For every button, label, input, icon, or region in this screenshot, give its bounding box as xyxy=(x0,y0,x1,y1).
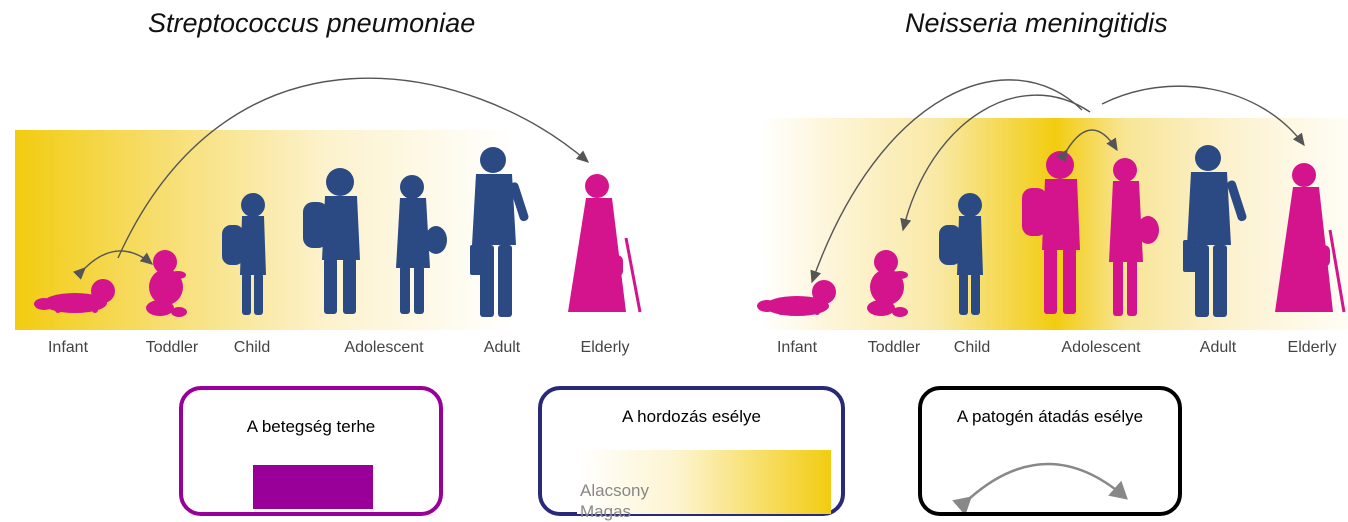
legend-carriage-low: Alacsony xyxy=(580,481,649,501)
right-infant-figure xyxy=(757,280,836,316)
right-child-figure xyxy=(939,193,983,315)
right-label-toddler: Toddler xyxy=(868,339,920,357)
left-child-figure xyxy=(222,193,266,315)
right-label-adult: Adult xyxy=(1200,339,1236,357)
legend-disease-burden-swatch xyxy=(253,465,373,509)
left-label-elderly: Elderly xyxy=(581,339,630,357)
left-infant-toddler-arrow xyxy=(85,251,152,268)
right-label-child: Child xyxy=(954,339,990,357)
left-adult-figure xyxy=(470,147,530,317)
left-label-child: Child xyxy=(234,339,270,357)
left-label-infant: Infant xyxy=(48,339,88,357)
legend-disease-burden-title: A betegség terhe xyxy=(183,417,439,437)
legend-carriage-high: Magas xyxy=(580,502,631,522)
legend-disease-burden-box: A betegség terhe xyxy=(179,386,443,516)
left-label-adolescent: Adolescent xyxy=(344,339,423,357)
legend-carriage-title: A hordozás esélye xyxy=(542,407,841,427)
legend-transmission-box: A patogén átadás esélye xyxy=(918,386,1182,516)
left-label-adult: Adult xyxy=(484,339,520,357)
left-label-toddler: Toddler xyxy=(146,339,198,357)
left-infant-figure xyxy=(34,279,115,313)
right-adult-figure xyxy=(1183,145,1248,317)
legend-transmission-arrow-icon xyxy=(922,390,1178,512)
left-adolescent-boy-figure xyxy=(303,168,360,314)
right-label-elderly: Elderly xyxy=(1288,339,1337,357)
right-adolescent-pair-arrow xyxy=(1067,130,1117,150)
right-to-elderly-arrow xyxy=(1102,86,1304,145)
left-elderly-figure xyxy=(568,174,640,312)
left-adolescent-girl-figure xyxy=(396,175,447,314)
right-adolescent-boy-figure xyxy=(1022,151,1080,314)
right-toddler-figure xyxy=(867,250,908,317)
left-toddler-figure xyxy=(146,250,187,317)
right-label-infant: Infant xyxy=(777,339,817,357)
legend-carriage-box: A hordozás esélye Alacsony Magas xyxy=(538,386,845,516)
right-label-adolescent: Adolescent xyxy=(1061,339,1140,357)
right-adolescent-girl-figure xyxy=(1109,158,1159,316)
right-elderly-figure xyxy=(1275,163,1344,312)
